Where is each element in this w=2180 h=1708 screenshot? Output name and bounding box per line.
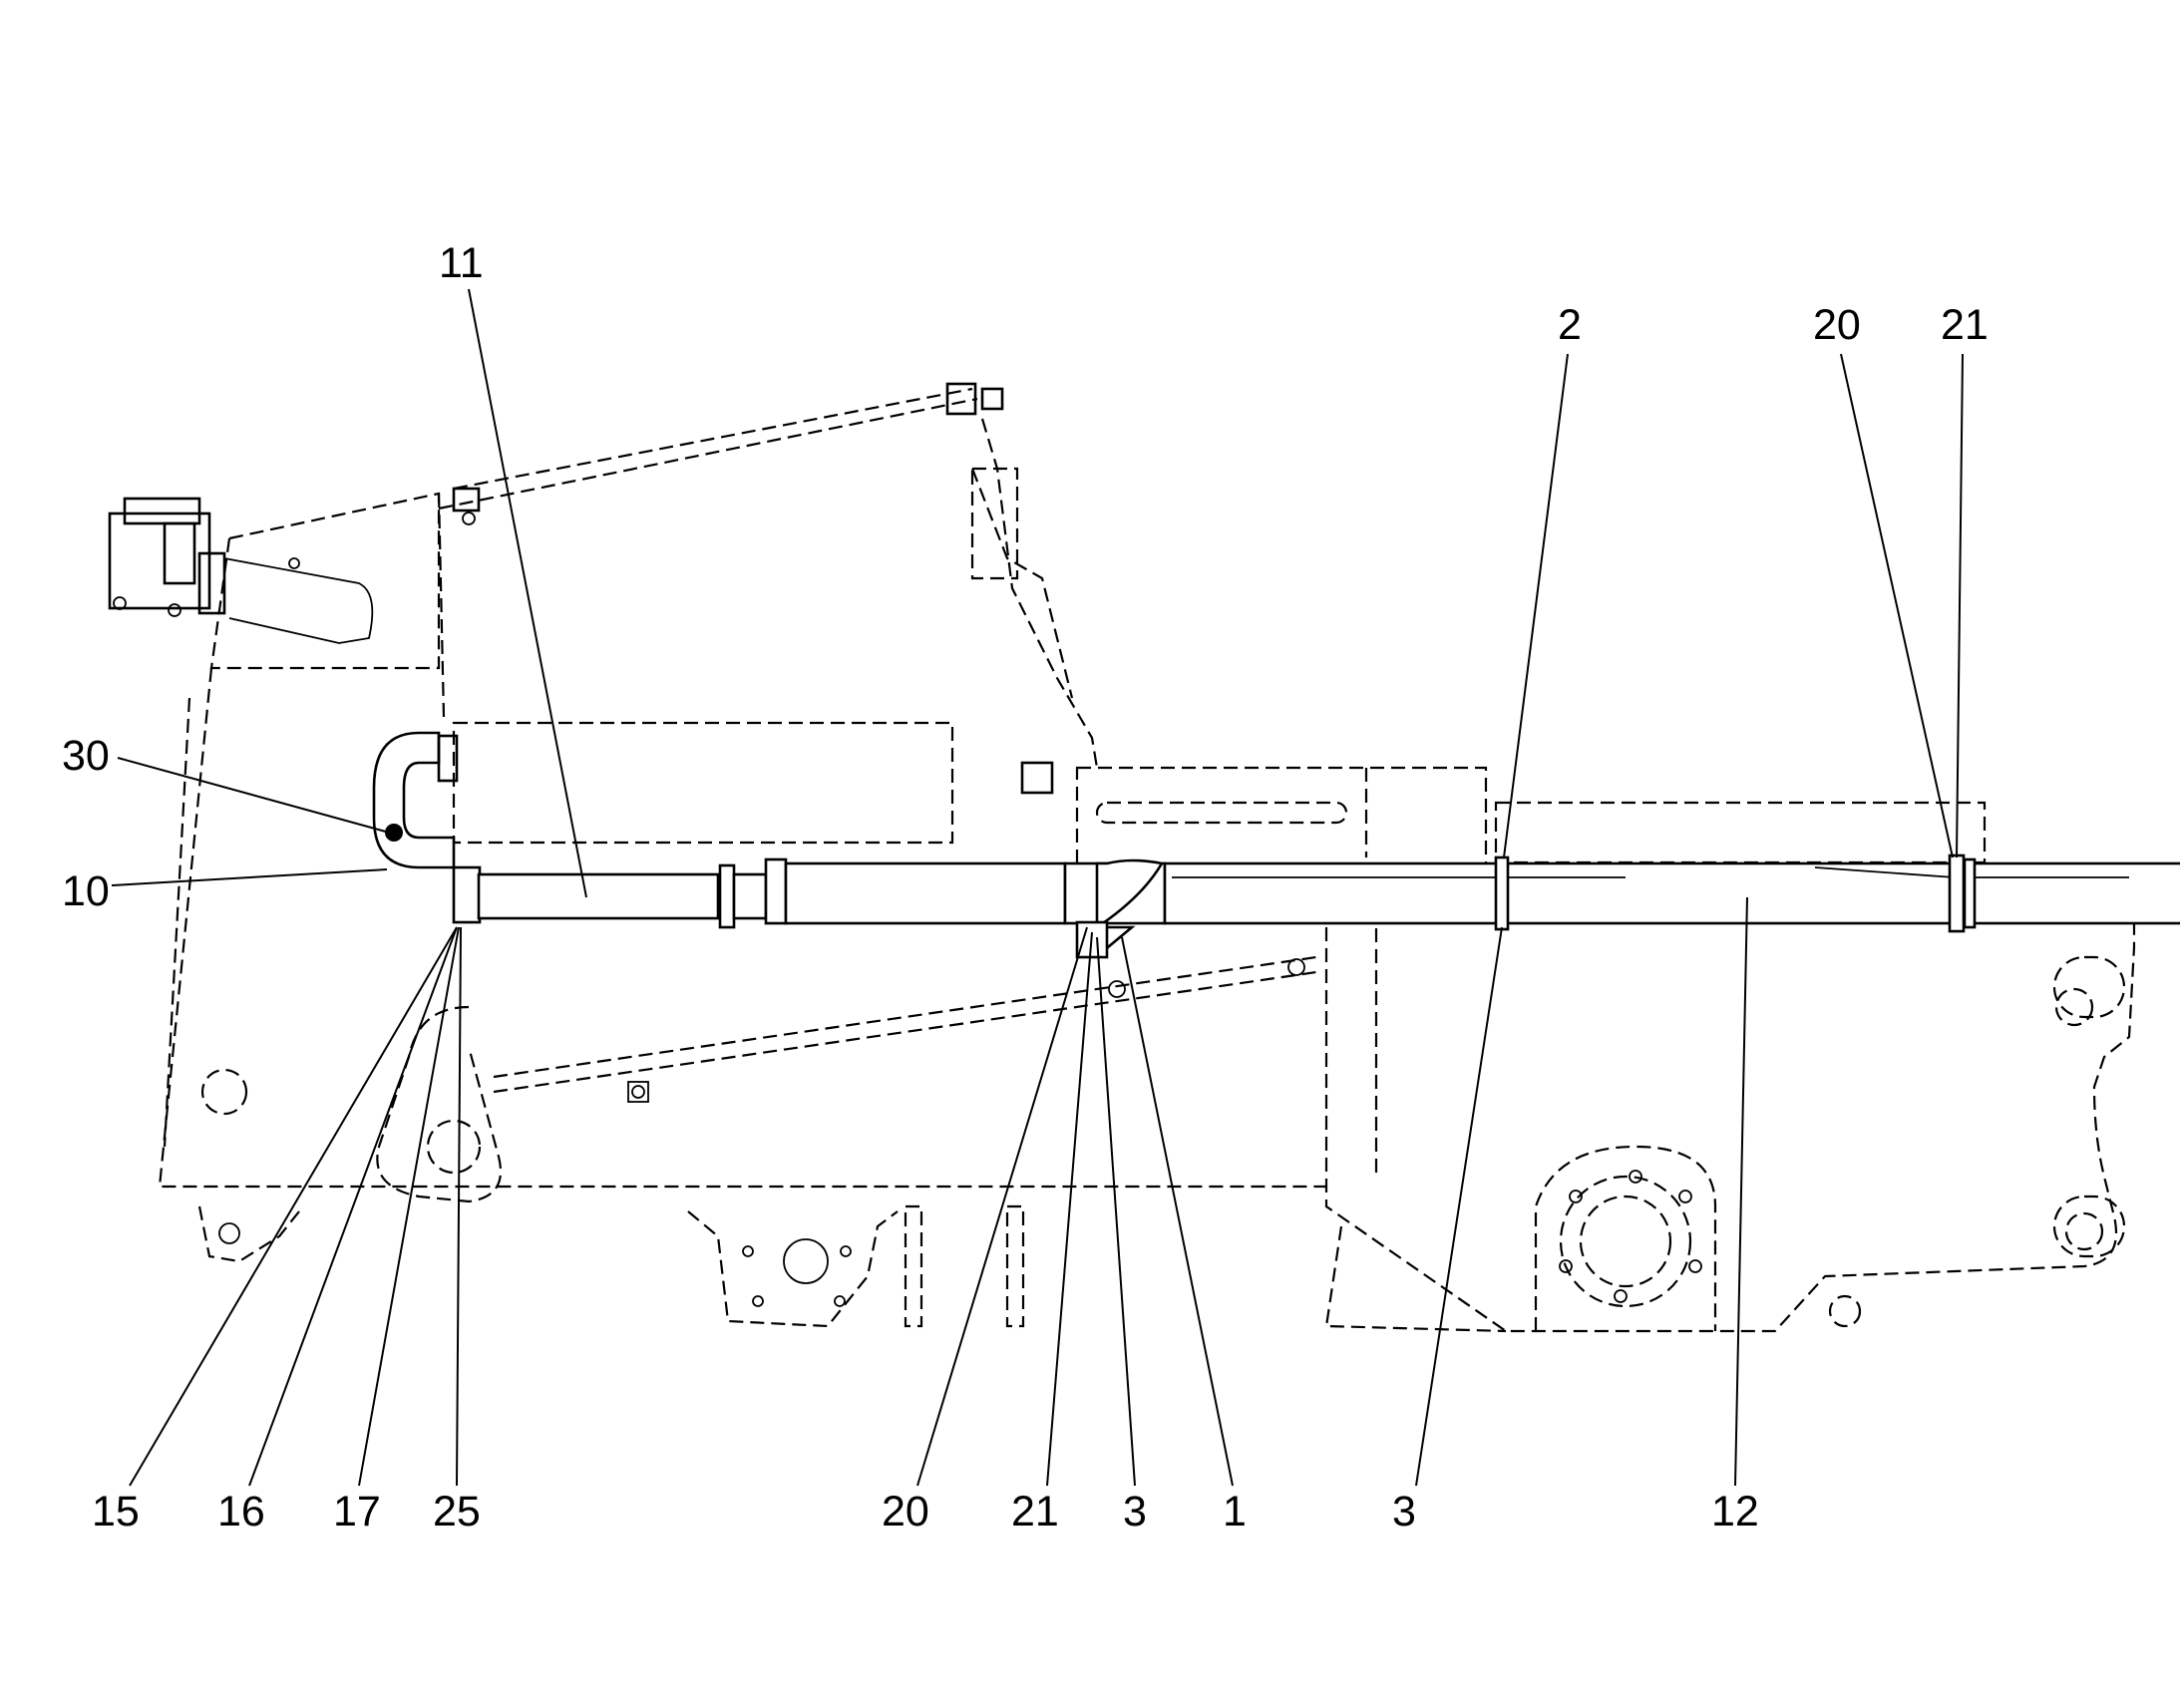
mount-holes [200,958,2104,1328]
valve-assembly [108,497,374,644]
callout-10: 10 [62,867,110,915]
frame-hidden-lines [158,387,2136,1333]
callout-20-top: 20 [1813,301,1861,349]
callout-21-bottom: 21 [1011,1488,1059,1536]
callout-16: 16 [217,1488,265,1536]
callout-12: 12 [1711,1488,1759,1536]
pipe-12 [1163,854,2180,933]
callout-2: 2 [1558,301,1582,349]
roof-brackets [452,382,1054,795]
callout-21-top: 21 [1941,301,1989,349]
elbow-fitting [372,731,459,869]
callout-25: 25 [433,1488,481,1536]
plug-30 [385,824,403,842]
callout-20-bottom: 20 [882,1488,929,1536]
callout-15: 15 [92,1488,140,1536]
callout-11: 11 [439,239,484,287]
leader-lines [111,288,1964,1487]
callout-1: 1 [1223,1488,1247,1536]
callout-labels: 11 2 20 21 30 10 15 16 17 25 20 21 3 1 3… [62,239,1989,1536]
callout-3-left: 3 [1123,1488,1147,1536]
callout-30: 30 [62,732,110,780]
callout-17: 17 [333,1488,381,1536]
tee-fitting [1063,858,1167,959]
callout-3-right: 3 [1392,1488,1416,1536]
pipe-11 [452,857,1067,929]
